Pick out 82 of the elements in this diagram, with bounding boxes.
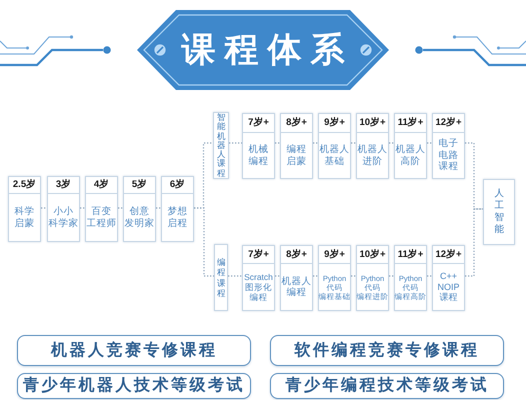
dotted-connector [228, 275, 242, 277]
dotted-connector [275, 142, 280, 144]
program-box [17, 373, 251, 399]
course-card [280, 245, 313, 311]
dotted-connector [275, 275, 280, 277]
program-title: 青少年编程技术等级考试 [285, 378, 489, 394]
age-label: 12岁+ [435, 250, 462, 260]
course-card [8, 176, 41, 242]
course-card [242, 245, 275, 311]
age-label: 11岁+ [398, 250, 424, 260]
program-title: 软件编程竞赛专修课程 [294, 342, 480, 358]
age-label: 7岁+ [248, 118, 269, 128]
dotted-connector [351, 275, 356, 277]
age-label: 12岁+ [435, 118, 462, 128]
category-box [214, 244, 228, 311]
dotted-connector [427, 275, 432, 277]
course-card [318, 113, 351, 179]
dotted-connector [313, 275, 318, 277]
course-card [123, 176, 156, 242]
course-name: 机器人进阶 [358, 144, 388, 167]
program-box [270, 373, 504, 399]
course-card [356, 245, 389, 311]
age-label: 10岁+ [359, 250, 386, 260]
program-box [270, 335, 504, 366]
course-name: 机器人高阶 [396, 144, 426, 167]
course-card [161, 176, 194, 242]
category-box [483, 179, 515, 245]
course-name: 编程启蒙 [286, 144, 306, 167]
course-card [85, 176, 118, 242]
dotted-connector [156, 207, 161, 209]
course-name: 机械编程 [248, 144, 268, 167]
age-label: 8岁+ [286, 250, 307, 260]
dotted-connector [389, 275, 394, 277]
dotted-connector [465, 142, 483, 210]
age-label: 11岁+ [398, 118, 424, 128]
age-label: 9岁+ [324, 250, 345, 260]
dotted-connector [118, 207, 123, 209]
dotted-connector [194, 207, 214, 277]
course-card [47, 176, 80, 242]
age-label: 2.5岁 [12, 180, 36, 190]
course-name: 科学启蒙 [14, 206, 34, 229]
dotted-connector [389, 142, 394, 144]
course-name: 机器人编程 [282, 276, 312, 298]
age-label: 5岁 [132, 180, 148, 190]
age-label: 4岁 [94, 180, 110, 190]
title: 课程体系 [180, 33, 354, 67]
dotted-connector [41, 207, 47, 209]
course-card [432, 113, 465, 179]
course-name: 小小科学家 [48, 206, 78, 229]
course-name: 电子电路课程 [438, 138, 458, 173]
course-card [280, 113, 313, 179]
course-card [318, 245, 351, 311]
dotted-connector [229, 142, 242, 144]
program-title: 机器人竞赛专修课程 [50, 342, 218, 358]
course-name: Scratch图形化编程 [244, 272, 273, 302]
program-title: 青少年机器人技术等级考试 [23, 378, 245, 394]
dotted-connector [465, 208, 483, 277]
course-card [356, 113, 389, 179]
dotted-connector [351, 142, 356, 144]
age-label: 7岁+ [248, 250, 269, 260]
age-label: 8岁+ [286, 118, 307, 128]
course-card [242, 113, 275, 179]
category-label: 人工智能 [494, 188, 504, 236]
course-name: 百变工程师 [86, 206, 116, 229]
category-label: 编程课程 [216, 256, 226, 298]
age-label: 10岁+ [359, 118, 386, 128]
age-label: 6岁 [170, 180, 186, 190]
dotted-connector [427, 142, 432, 144]
course-card [432, 245, 465, 311]
dotted-connector [313, 142, 318, 144]
course-name: 梦想启程 [168, 206, 188, 229]
category-box [213, 112, 229, 179]
course-card [394, 245, 427, 311]
course-name: 机器人基础 [320, 144, 350, 167]
age-label: 3岁 [56, 180, 72, 190]
dotted-connector [80, 207, 85, 209]
course-card [394, 113, 427, 179]
course-name: C++ NOIP课程 [437, 270, 460, 304]
category-label: 智能机器人课程 [216, 113, 226, 178]
course-name: 创意发明家 [124, 206, 154, 229]
program-box [17, 335, 251, 366]
age-label: 9岁+ [324, 118, 345, 128]
